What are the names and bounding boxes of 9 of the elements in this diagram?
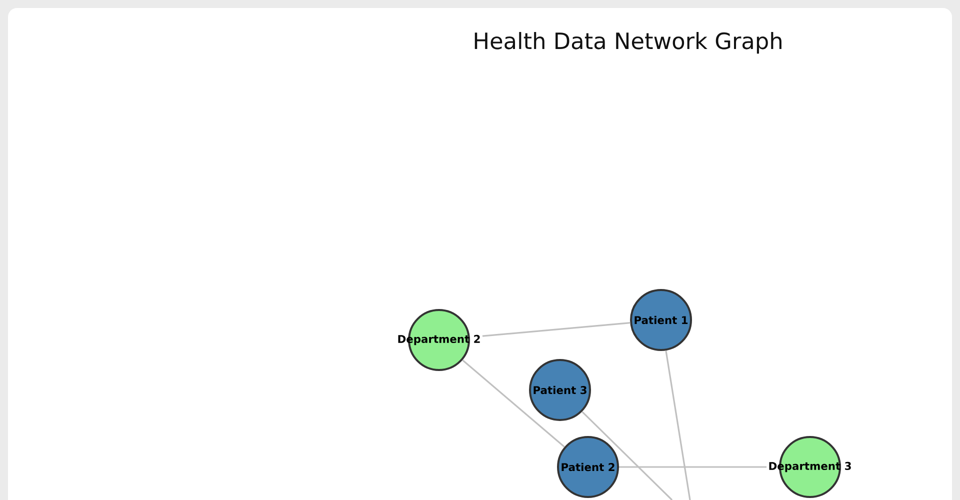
chart-title: Health Data Network Graph	[474, 32, 782, 54]
connector-line	[482, 322, 630, 337]
circle-node: Patient 2	[557, 436, 619, 498]
connector-line	[582, 411, 673, 500]
circle-node: Patient 1	[630, 289, 692, 351]
connector-line	[462, 360, 565, 448]
connector-line	[665, 350, 691, 500]
circle-node: Patient 3	[529, 359, 591, 421]
connector-line	[619, 466, 767, 468]
